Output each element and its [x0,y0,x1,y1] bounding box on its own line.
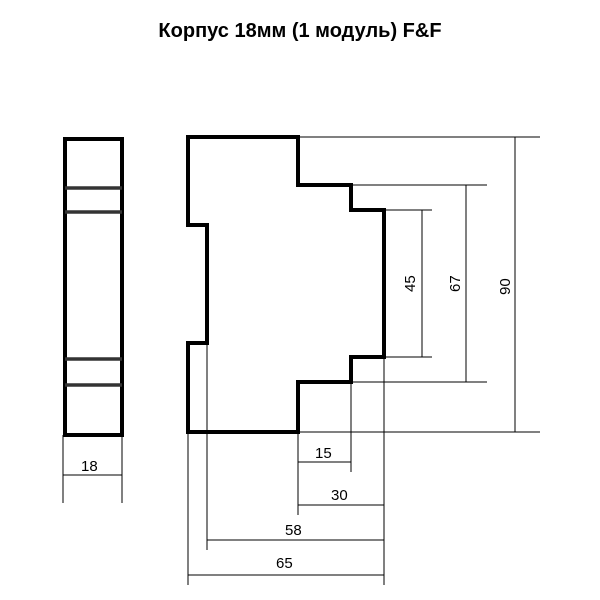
dimension-lines [62,136,540,585]
side-profile [186,135,386,434]
dim-90: 90 [497,278,514,295]
diagram-title: Корпус 18мм (1 модуль) F&F [158,20,442,42]
dim-18: 18 [81,458,98,475]
front-view [63,137,124,437]
dim-65: 65 [276,555,293,572]
dim-45: 45 [402,275,419,292]
dim-58: 58 [285,522,302,539]
dim-67: 67 [447,275,464,292]
dim-15: 15 [315,445,332,462]
dim-30: 30 [331,487,348,504]
